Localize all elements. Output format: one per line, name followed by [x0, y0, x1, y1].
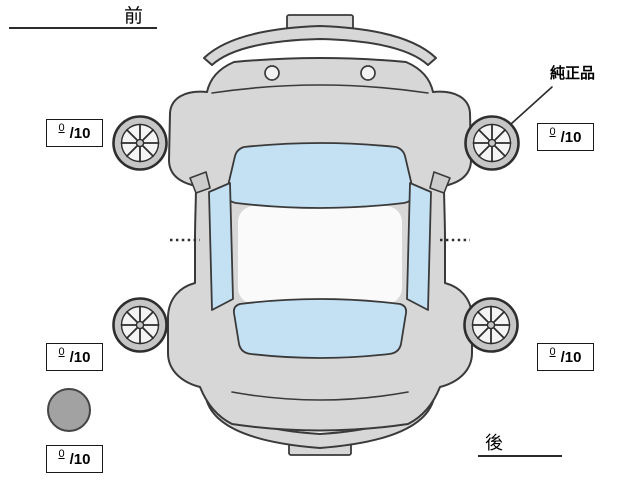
tread-score-denominator: /10 [69, 124, 91, 142]
tread-score-rear-left: 0 /10 [46, 343, 103, 371]
tread-score-rear-right: 0 /10 [537, 343, 594, 371]
tread-score-value: 0 [549, 345, 556, 358]
genuine-part-leader-line [510, 86, 553, 125]
spare-tire-icon [47, 388, 91, 432]
tread-score-denominator: /10 [560, 348, 582, 366]
roof-panel [238, 206, 402, 304]
hood-circle-right [360, 65, 376, 81]
rear-underline [478, 455, 562, 457]
tread-score-denominator: /10 [69, 348, 91, 366]
tread-score-spare: 0 /10 [46, 445, 103, 473]
genuine-part-label: 純正品 [550, 65, 596, 82]
tread-score-front-left: 0 /10 [46, 119, 103, 147]
front-underline [9, 27, 157, 29]
front-bumper [203, 25, 437, 66]
side-window-right [406, 182, 432, 311]
windshield [225, 142, 415, 209]
wheel-rear-right-icon [463, 297, 519, 353]
tread-score-denominator: /10 [69, 450, 91, 468]
hood-line [211, 84, 429, 94]
tread-score-value: 0 [58, 121, 65, 134]
wheel-front-right-icon [464, 115, 520, 171]
tread-score-value: 0 [549, 125, 556, 138]
trunk-line [231, 391, 409, 401]
side-mirror-right [429, 171, 451, 194]
wheel-front-left-icon [112, 115, 168, 171]
tread-score-value: 0 [58, 345, 65, 358]
hood-circle-left [264, 65, 280, 81]
side-window-left [208, 182, 234, 311]
tread-score-denominator: /10 [560, 128, 582, 146]
tread-score-front-right: 0 /10 [537, 123, 594, 151]
rear-window [232, 298, 408, 359]
tread-score-value: 0 [58, 447, 65, 460]
front-label: 前 [124, 6, 144, 27]
wheel-rear-left-icon [112, 297, 168, 353]
side-mirror-left [189, 171, 211, 194]
rear-label: 後 [485, 433, 503, 453]
